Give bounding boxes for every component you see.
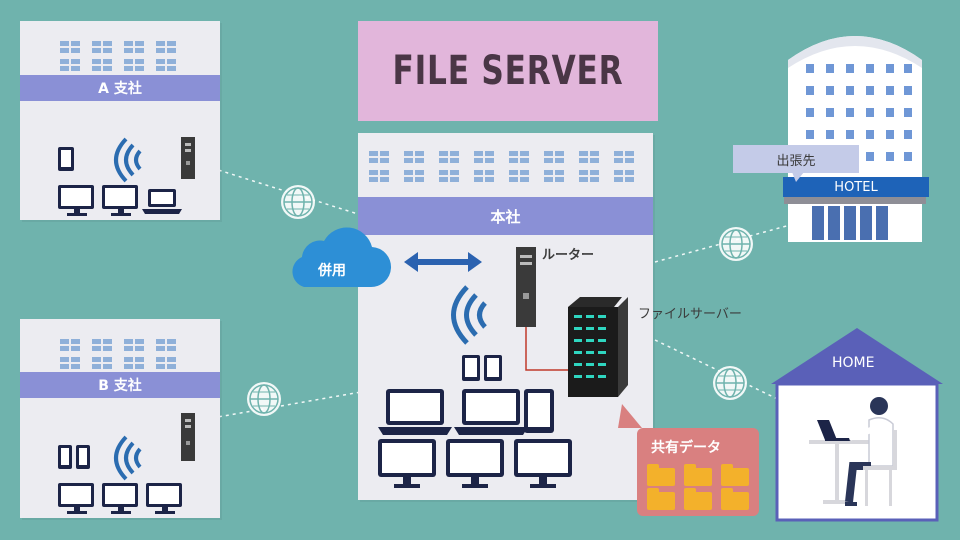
router-label: ルーター	[542, 248, 595, 263]
desk-icon	[809, 440, 869, 504]
laptop-icon	[378, 389, 452, 435]
monitor-icon	[378, 439, 436, 488]
person-icon	[845, 397, 897, 506]
globe-icon	[719, 227, 753, 261]
home-building	[771, 328, 943, 522]
branch-b-label: B 支社	[20, 372, 220, 398]
branch-b-devices	[58, 413, 195, 514]
shared-data-pointer	[618, 404, 642, 428]
router-icon	[516, 247, 536, 327]
cloud-icon	[292, 227, 392, 288]
monitor-icon	[58, 185, 94, 216]
line-router-hotel	[654, 224, 791, 263]
tablet-icon	[484, 355, 502, 381]
folder-icon	[647, 464, 675, 486]
branch-a-label: A 支社	[20, 75, 220, 101]
tablet-icon	[524, 389, 554, 433]
monitor-icon	[102, 185, 138, 216]
tablet-icon	[76, 445, 90, 469]
monitor-icon	[514, 439, 572, 488]
laptop-icon	[142, 189, 182, 214]
folder-icon	[721, 464, 749, 486]
cloud-label: 併用	[318, 263, 346, 279]
branch-a-building: A 支社	[20, 21, 220, 220]
home-label: HOME	[832, 355, 875, 371]
hotel-building	[784, 36, 926, 242]
bidirectional-arrow-icon	[404, 252, 482, 272]
wifi-icon	[114, 435, 142, 481]
business-trip-bubble: 出張先	[733, 145, 859, 173]
hq-label: 本社	[358, 197, 653, 235]
page-title: FILE SERVER	[392, 48, 624, 94]
branch-b-building: B 支社	[20, 319, 220, 518]
laptop-icon	[817, 420, 851, 441]
globe-icon	[281, 185, 315, 219]
wifi-icon	[114, 137, 142, 183]
file-server-icon	[568, 297, 628, 397]
hq-devices	[378, 247, 628, 488]
router-icon	[181, 137, 195, 179]
folder-icon	[721, 488, 749, 510]
tablet-icon	[462, 355, 480, 381]
monitor-icon	[58, 483, 94, 514]
folder-icon	[647, 488, 675, 510]
tablet-icon	[58, 445, 72, 469]
monitor-icon	[446, 439, 504, 488]
branch-a-devices	[58, 137, 195, 216]
globe-icon	[247, 382, 281, 416]
router-icon	[181, 413, 195, 461]
hotel-sign: HOTEL	[783, 177, 929, 197]
monitor-icon	[146, 483, 182, 514]
wifi-icon	[451, 285, 487, 345]
bubble-pointer	[792, 172, 804, 182]
server-cable	[525, 327, 568, 371]
monitor-icon	[102, 483, 138, 514]
shared-data-label: 共有データ	[651, 440, 721, 456]
globe-icon	[713, 366, 747, 400]
file-server-label: ファイルサーバー	[638, 307, 742, 322]
title-banner: FILE SERVER	[358, 21, 658, 121]
folder-icon	[684, 488, 712, 510]
shared-data-box: 共有データ	[637, 428, 759, 516]
folder-icon	[684, 464, 712, 486]
tablet-icon	[58, 147, 74, 171]
laptop-icon	[454, 389, 528, 435]
